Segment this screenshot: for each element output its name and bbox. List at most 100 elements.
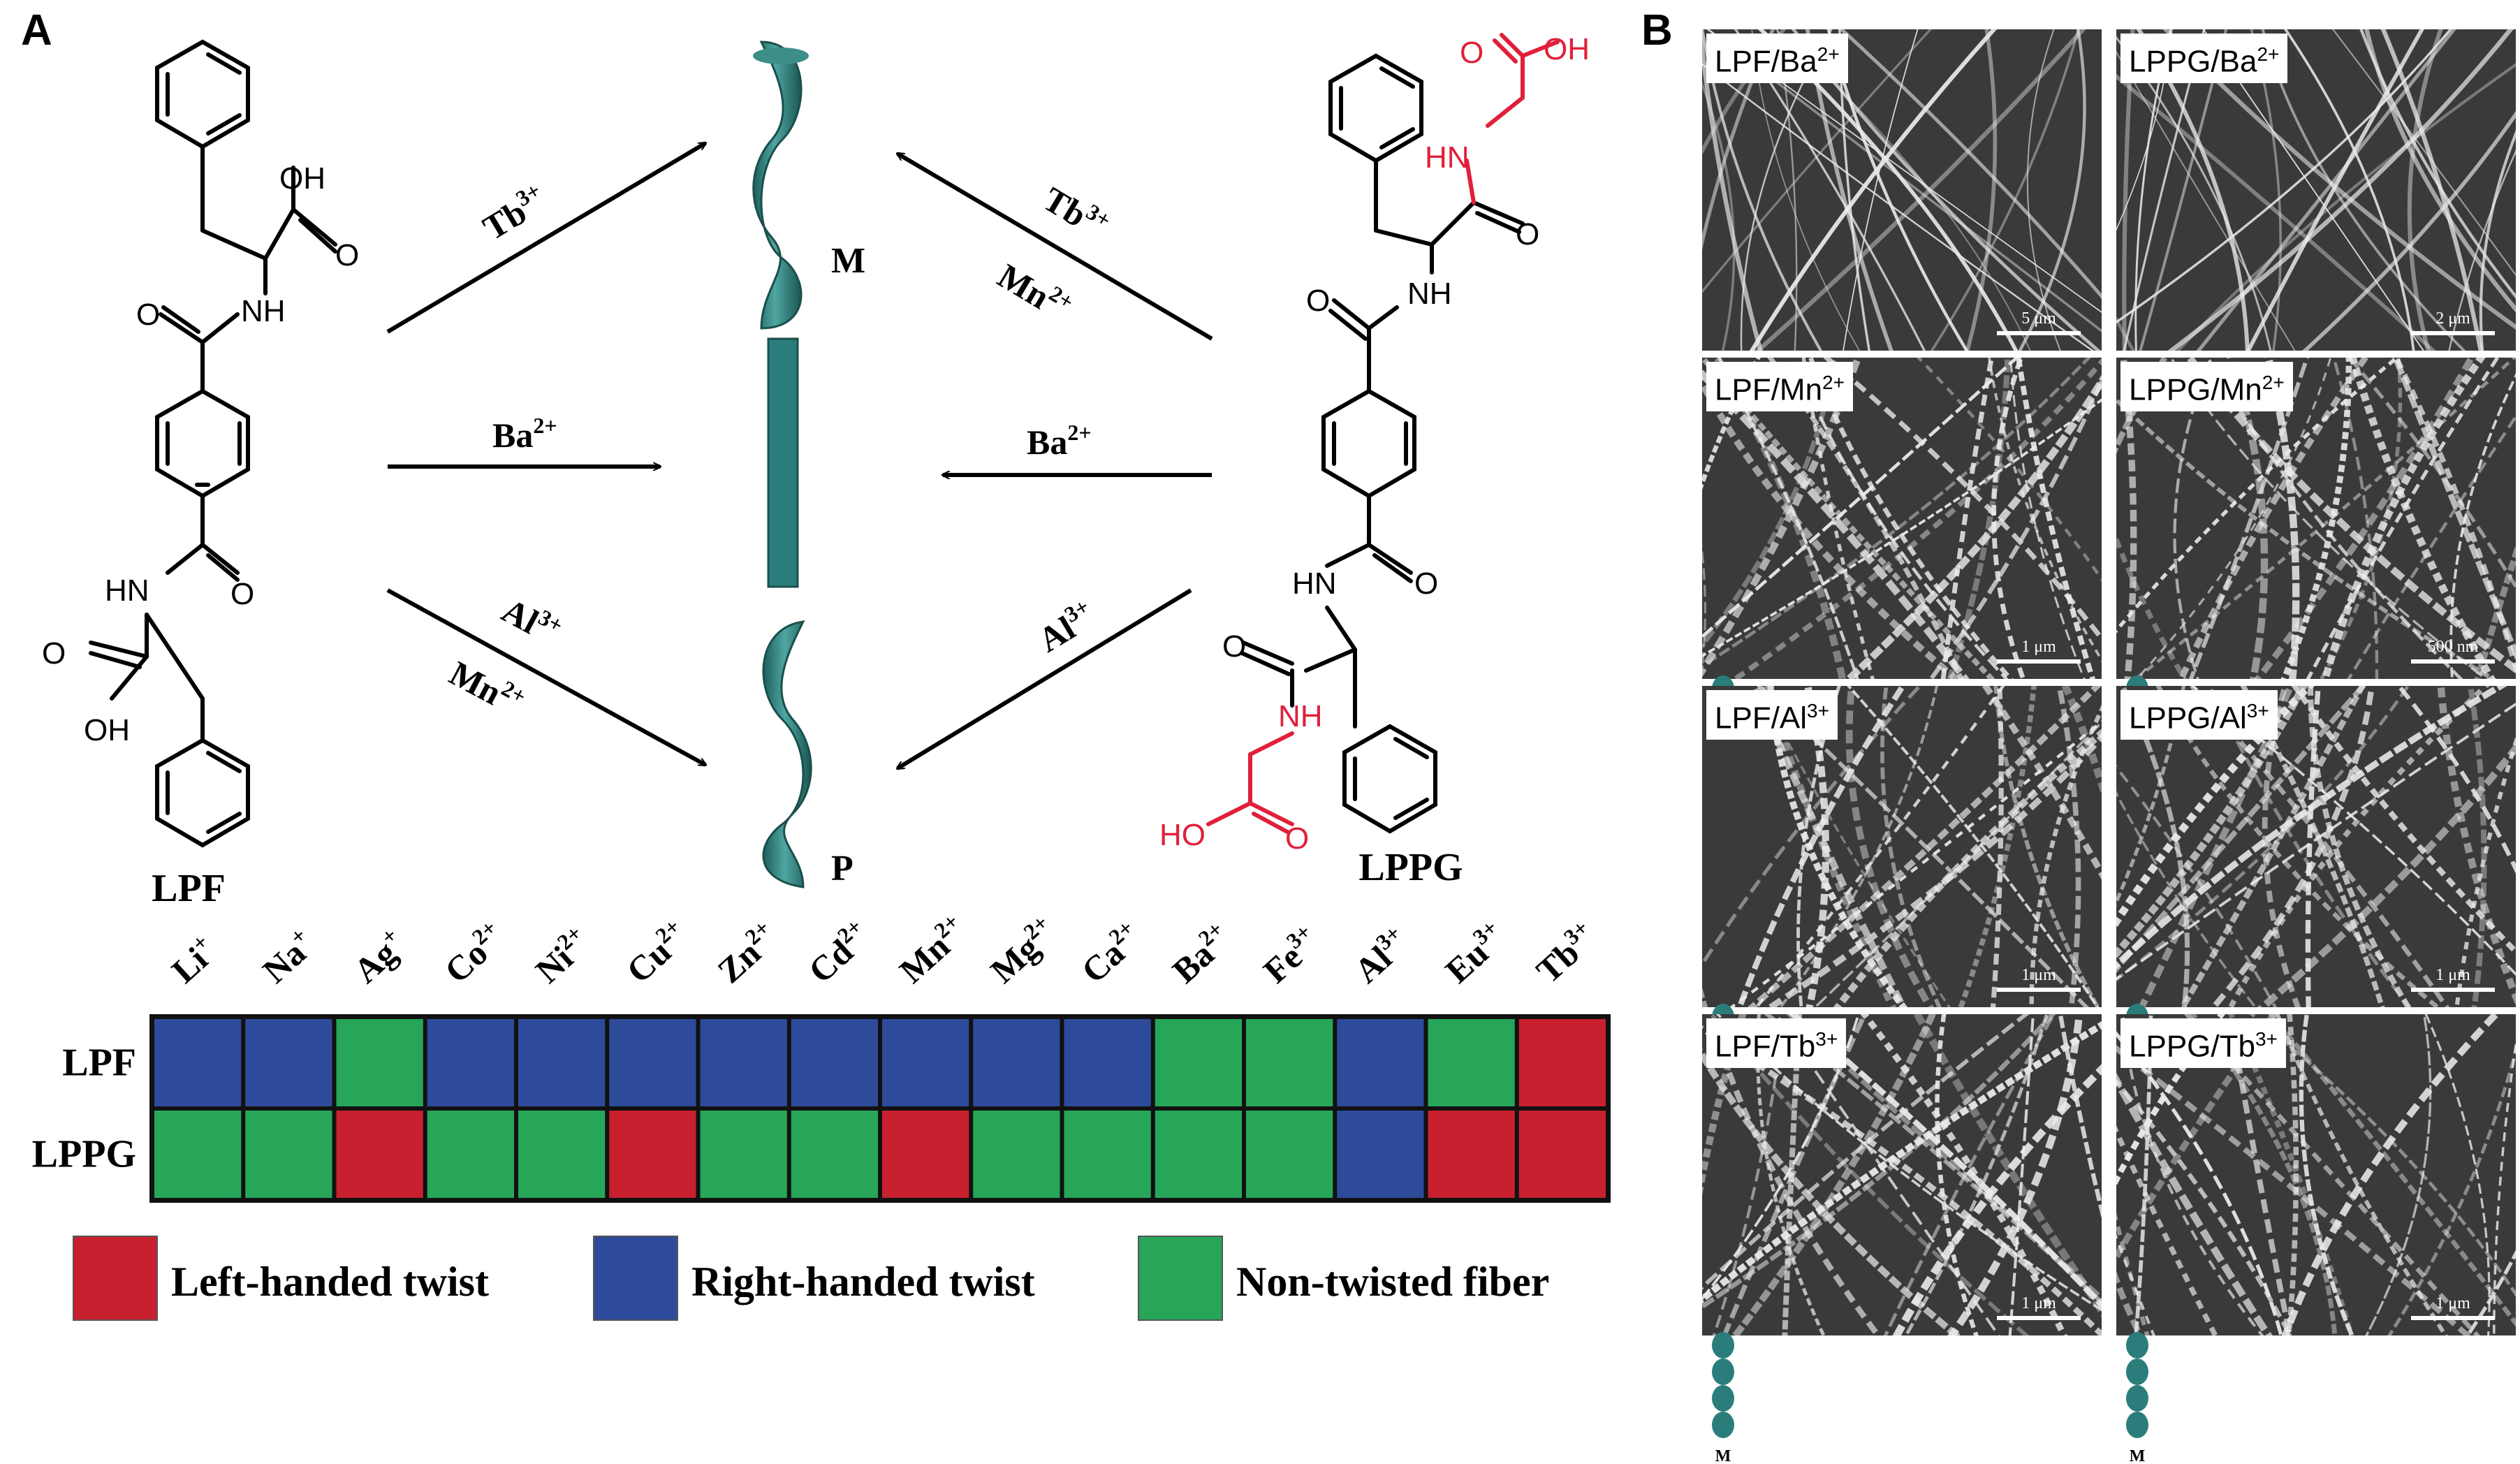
lpf-hn: HN — [105, 573, 149, 608]
ion-header-tb: Tb3+ — [1527, 915, 1604, 990]
ion-cell — [1064, 1111, 1151, 1198]
ion-header-cu: Cu2+ — [617, 914, 696, 990]
sem-label: LPF/Ba2+ — [1706, 34, 1848, 83]
scale-bar: 1 μm — [1997, 1294, 2081, 1320]
lppg-ho-bottom: HO — [1159, 818, 1206, 852]
sem-image-lpf-ba: LPF/Ba2+ 5 μm — [1702, 29, 2102, 351]
arrow-left-top — [386, 141, 705, 334]
ion-cell — [609, 1111, 696, 1198]
ion-cell — [791, 1111, 878, 1198]
ion-cell — [154, 1019, 242, 1106]
ion-cell — [336, 1111, 423, 1198]
legend-label: Right-handed twist — [691, 1259, 1035, 1305]
ion-cell — [154, 1111, 242, 1198]
ion-cell — [427, 1111, 514, 1198]
sem-label: LPF/Al3+ — [1706, 690, 1838, 740]
ion-cell — [700, 1111, 787, 1198]
lppg-glycine-bottom — [1206, 731, 1294, 835]
ion-cell — [1246, 1111, 1333, 1198]
svg-text:M: M — [2130, 1447, 2146, 1464]
sem-label: LPPG/Tb3+ — [2120, 1018, 2286, 1068]
compound-lppg-label: LPPG — [1358, 846, 1463, 889]
ion-cell — [245, 1111, 332, 1198]
scale-bar: 1 μm — [1997, 638, 2081, 664]
ion-cell — [1155, 1111, 1242, 1198]
lppg-o-gly: O — [1222, 629, 1246, 664]
ion-cell — [1518, 1019, 1606, 1106]
lpf-structure — [89, 39, 337, 848]
ion-header-ba: Ba2+ — [1163, 916, 1239, 991]
lppg-hn: HN — [1292, 566, 1337, 601]
ion-column-headers: Li+Na+Ag+Co2+Ni2+Cu2+Zn2+Cd2+Mn2+Mg2+Ca2… — [164, 908, 1604, 991]
lppg-atoms: O NH O HN O O — [1222, 217, 1539, 664]
arrow-label-left-mid: Ba2+ — [492, 413, 557, 455]
ion-cell — [791, 1019, 878, 1106]
legend-label: Left-handed twist — [171, 1259, 489, 1305]
straight-fiber — [767, 337, 799, 588]
lppg-atoms-red: O OH HN NH HO O — [1159, 32, 1590, 856]
ion-header-na: Na+ — [254, 922, 323, 990]
ion-legend: Left-handed twist Right-handed twist Non-t… — [73, 1236, 1549, 1321]
ion-header-fe: Fe3+ — [1254, 918, 1327, 990]
sem-label: LPPG/Mn2+ — [2120, 362, 2293, 411]
ion-cell — [518, 1111, 606, 1198]
sem-label: LPF/Mn2+ — [1706, 362, 1853, 411]
ion-cell — [609, 1019, 696, 1106]
ion-cell — [882, 1019, 969, 1106]
ion-header-ni: Ni2+ — [526, 920, 598, 990]
arrow-right-bottom — [898, 588, 1192, 770]
lppg-nh-top: NH — [1407, 277, 1452, 311]
ion-cell — [427, 1019, 514, 1106]
reaction-arrows — [386, 141, 1213, 770]
sem-image-lppg-tb: LPPG/Tb3+ 1 μm M — [2116, 1014, 2516, 1464]
sem-image-lppg-al: LPPG/Al3+1 μmP — [2116, 686, 2516, 1136]
ion-cell — [1064, 1019, 1151, 1106]
ion-cell — [1337, 1111, 1424, 1198]
ion-cell — [1428, 1019, 1515, 1106]
ion-table-cells — [149, 1014, 1611, 1203]
lppg-glycine-top — [1465, 33, 1560, 205]
sem-label: LPF/Tb3+ — [1706, 1018, 1847, 1068]
lpf-o-top: O — [335, 238, 359, 272]
ion-cell — [245, 1019, 332, 1106]
helix-m-fiber — [752, 41, 809, 330]
ion-header-mg: Mg2+ — [981, 909, 1064, 990]
ion-cell — [1246, 1019, 1333, 1106]
panel-b-label: B — [1641, 6, 1673, 54]
lppg-oh-top: OH — [1544, 32, 1590, 66]
ion-cell — [518, 1019, 606, 1106]
legend-swatch-N — [1138, 1236, 1223, 1321]
legend-swatch-R — [593, 1236, 678, 1321]
ion-cell — [1155, 1019, 1242, 1106]
arrow-label-left-bottom-1: Al3+ — [496, 588, 568, 653]
lpf-nh-top: NH — [241, 294, 286, 328]
ion-cell — [1428, 1111, 1515, 1198]
ion-header-ag: Ag+ — [344, 922, 413, 990]
lpf-oh-bottom: OH — [84, 713, 130, 747]
legend-label: Non-twisted fiber — [1236, 1259, 1549, 1305]
sem-image-lppg-ba: LPPG/Ba2+2 μm — [2116, 29, 2516, 351]
arrow-label-right-mid: Ba2+ — [1027, 420, 1092, 462]
scale-bar: 1 μm — [1997, 966, 2081, 992]
arrow-right-top — [898, 152, 1213, 341]
scale-bar: 5 μm — [1997, 309, 2081, 335]
ion-header-ca: Ca2+ — [1072, 915, 1150, 990]
lppg-o-top-acid: O — [1460, 36, 1484, 70]
sem-image-lppg-mn: LPPG/Mn2+500 nmM — [2116, 358, 2516, 807]
lppg-nh-gly: NH — [1278, 699, 1323, 733]
helix-m-label: M — [831, 241, 865, 281]
arrow-label-left-top: Tb3+ — [475, 177, 554, 248]
panel-a-label: A — [21, 6, 52, 54]
arrow-label-right-top-1: Tb3+ — [1036, 177, 1115, 247]
ion-header-al: Al3+ — [1345, 920, 1417, 990]
scale-bar: 1 μm — [2411, 966, 2495, 992]
sem-label: LPPG/Al3+ — [2120, 690, 2278, 740]
lpf-o-bottom: O — [42, 636, 66, 671]
ion-cell — [1518, 1111, 1606, 1198]
arrow-left-bottom — [386, 588, 705, 767]
lppg-o-top: O — [1516, 217, 1539, 251]
ion-row-label-lpf: LPF — [62, 1041, 136, 1085]
scale-bar: 1 μm — [2411, 1294, 2495, 1320]
